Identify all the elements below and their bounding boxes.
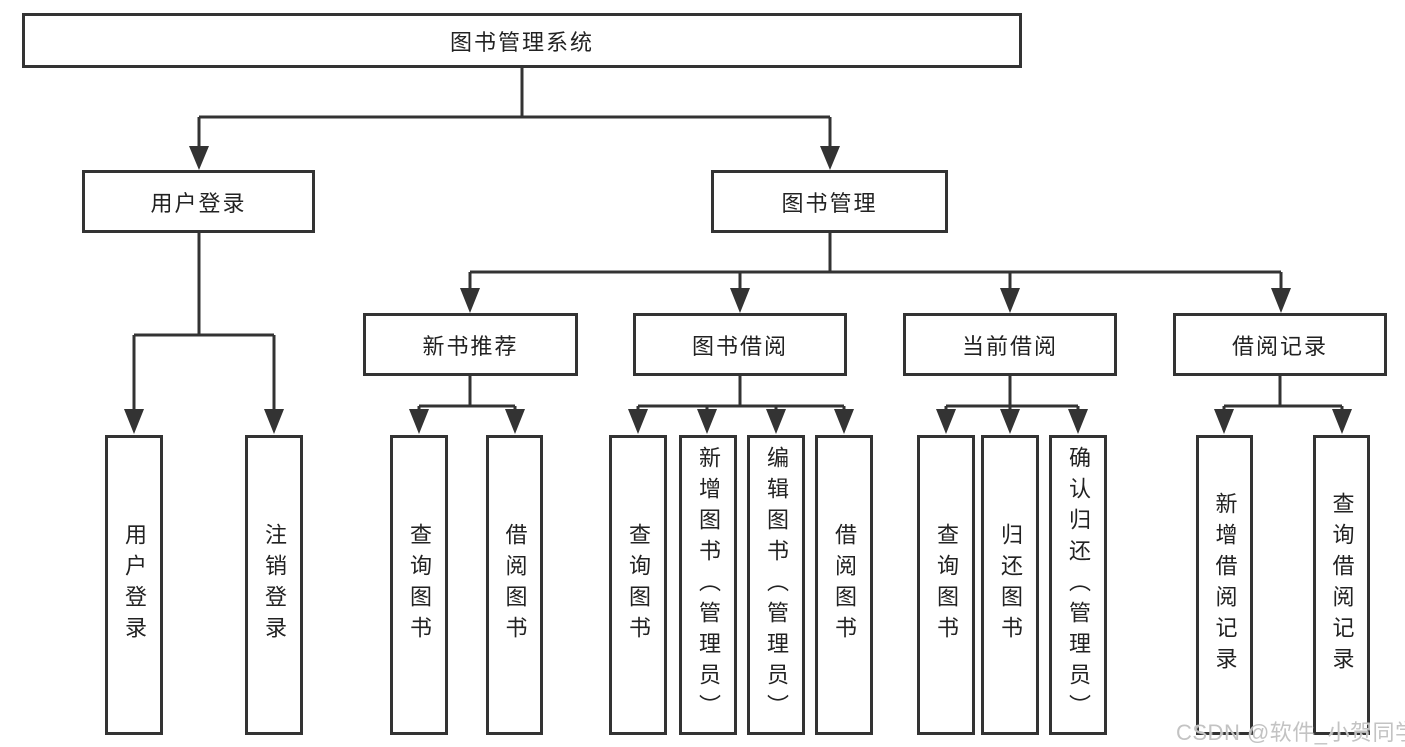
node-label: 借阅记录	[1231, 333, 1328, 359]
connector-book-borrowing-leaves	[636, 376, 846, 410]
leaf-edit-books-admin: 编辑图书（管理员）	[747, 435, 805, 735]
node-label: 图书借阅	[691, 333, 788, 359]
node-borrow-records: 借阅记录	[1173, 313, 1387, 376]
connector-new-book-leaves	[417, 376, 517, 410]
leaf-logout: 注销登录	[245, 435, 303, 735]
leaf-label: 查询图书	[934, 523, 959, 647]
leaf-query-books-current: 查询图书	[917, 435, 975, 735]
leaf-borrow-books-recommend: 借阅图书	[486, 435, 543, 735]
leaf-borrow-books-borrowing: 借阅图书	[815, 435, 873, 735]
leaf-label: 新增借阅记录	[1212, 492, 1238, 678]
connector-borrow-records-leaves	[1222, 376, 1344, 410]
leaf-return-books: 归还图书	[981, 435, 1039, 735]
node-label: 新书推荐	[422, 333, 519, 359]
watermark: CSDN @软件_小贺同学	[1176, 720, 1405, 745]
arrowheads	[124, 146, 1352, 434]
leaf-add-books-admin: 新增图书（管理员）	[679, 435, 737, 735]
node-current-borrowing: 当前借阅	[903, 313, 1117, 376]
leaf-label: 归还图书	[998, 523, 1023, 647]
node-user-login: 用户登录	[82, 170, 315, 233]
connector-current-borrowing-leaves	[944, 376, 1080, 410]
node-book-borrowing: 图书借阅	[633, 313, 847, 376]
leaf-label: 借阅图书	[502, 523, 528, 647]
leaf-query-borrow-record: 查询借阅记录	[1313, 435, 1370, 735]
leaf-label: 查询图书	[407, 523, 432, 647]
leaf-query-books-recommend: 查询图书	[390, 435, 448, 735]
node-label: 当前借阅	[961, 333, 1058, 359]
leaf-add-borrow-record: 新增借阅记录	[1196, 435, 1253, 735]
connector-root-to-level2	[197, 68, 832, 147]
node-book-management: 图书管理	[711, 170, 948, 233]
node-label: 用户登录	[150, 190, 247, 216]
node-label: 图书管理系统	[449, 29, 594, 55]
connector-user-login-leaves	[132, 233, 276, 411]
leaf-query-books-borrowing: 查询图书	[609, 435, 667, 735]
leaf-user-login: 用户登录	[105, 435, 163, 735]
leaf-label: 借阅图书	[832, 523, 857, 647]
leaf-confirm-return-admin: 确认归还（管理员）	[1049, 435, 1107, 735]
node-root-library-management-system: 图书管理系统	[22, 13, 1022, 68]
node-new-book-recommendation: 新书推荐	[363, 313, 578, 376]
leaf-label: 编辑图书（管理员）	[764, 445, 789, 725]
leaf-label: 新增图书（管理员）	[696, 445, 721, 725]
connector-book-mgmt-to-level3	[468, 233, 1283, 289]
leaf-label: 查询借阅记录	[1329, 492, 1355, 678]
leaf-label: 确认归还（管理员）	[1066, 445, 1091, 725]
leaf-label: 用户登录	[122, 523, 147, 647]
leaf-label: 查询图书	[626, 523, 651, 647]
leaf-label: 注销登录	[262, 523, 287, 647]
node-label: 图书管理	[781, 190, 878, 216]
